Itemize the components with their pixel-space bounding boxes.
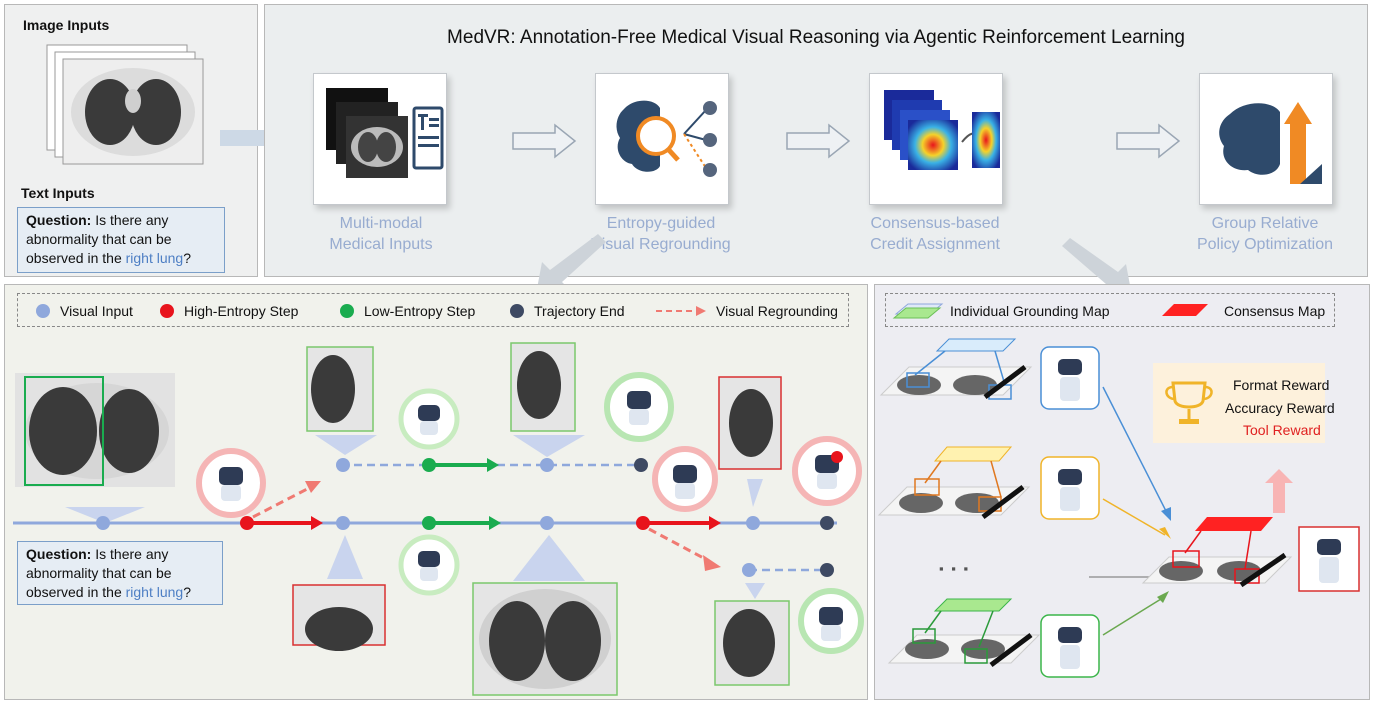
legend-low-entropy: Low-Entropy Step [364,303,476,319]
consensus-panel: Individual Grounding Map Consensus Map [874,284,1370,700]
legend-individual-map: Individual Grounding Map [950,303,1110,319]
step-card-regrounding [595,73,729,205]
question-box: Question: Is there any abnormality that … [17,207,225,273]
question-highlight: right lung [125,250,184,266]
step-label-line2: Credit Assignment [870,236,1000,253]
reward-box [1153,363,1325,443]
legend-trajectory-end: Trajectory End [534,303,625,319]
step-card-grpo [1199,73,1333,205]
reward-arrow-icon [1265,469,1293,513]
robot-agent-icon [1040,346,1100,410]
pipeline-arrow-icon [786,123,851,159]
question-end: ? [183,584,192,600]
trophy-icon [1165,381,1213,424]
image-inputs-label: Image Inputs [23,17,110,33]
trajectory-legend: Visual Input High-Entropy Step Low-Entro… [17,293,849,327]
input-crop-box [24,376,104,486]
pipeline-arrow-icon [1116,123,1181,159]
step-card-consensus [869,73,1003,205]
consensus-graph [877,338,1360,678]
brain-arrow-up-icon [1219,102,1322,184]
pipeline-panel: MedVR: Annotation-Free Medical Visual Re… [264,4,1368,277]
ct-stack-icon [46,44,204,165]
grounding-map-icon [892,303,944,319]
question-highlight: right lung [125,584,184,600]
tool-reward-label: Tool Reward [1243,422,1321,438]
regrounding-arrow-down [648,527,710,563]
step-label-line1: Consensus-based [870,215,1000,232]
question-prefix: Question: [26,546,92,562]
crop-thumbnail [472,582,618,696]
step-card-multimodal [313,73,447,205]
trajectory-graph [13,342,864,696]
step-label-line1: Entropy-guided [606,215,716,232]
step-label-regrounding: Entropy-guided Visual Regrounding [575,213,747,255]
consensus-legend: Individual Grounding Map Consensus Map [885,293,1335,327]
legend-visual-input-dot [36,304,50,318]
step-label-line1: Group Relative [1211,215,1319,232]
legend-high-entropy-dot [160,304,174,318]
format-reward-label: Format Reward [1233,377,1330,393]
legend-consensus-map: Consensus Map [1224,303,1326,319]
step-label-line1: Multi-modal [339,215,423,232]
legend-low-entropy-dot [340,304,354,318]
question-prefix: Question: [26,212,92,228]
question-end: ? [183,250,192,266]
step-label-consensus: Consensus-based Credit Assignment [849,213,1021,255]
legend-high-entropy: High-Entropy Step [184,303,299,319]
robot-agent-icon [1040,614,1100,678]
consensus-map [1141,517,1293,588]
ct-scan-and-document-icon [326,88,444,178]
robot-agent-icon [792,436,862,506]
question-body: Is there any abnormality that can be obs… [26,212,172,266]
crop-thumbnail [718,376,782,470]
consensus-map-icon [1162,304,1208,316]
legend-regrounding-arrow-icon [656,306,706,316]
text-inputs-label: Text Inputs [21,185,95,201]
robot-agent-icon [652,446,718,512]
accuracy-reward-label: Accuracy Reward [1225,400,1335,416]
trajectory-panel: Visual Input High-Entropy Step Low-Entro… [4,284,868,700]
brain-magnifier-icon [616,100,717,177]
step-label-multimodal: Multi-modal Medical Inputs [295,213,467,255]
crop-thumbnail [292,584,386,651]
crop-thumbnail [510,342,576,432]
robot-agent-icon [798,588,864,654]
grounding-map-green [887,598,1041,667]
crop-thumbnail [306,346,374,432]
robot-agent-icon [196,448,266,518]
step-label-grpo: Group Relative Policy Optimization [1179,213,1351,255]
robot-agent-icon [1040,456,1100,520]
robot-agent-icon [1298,526,1360,592]
pipeline-arrow-icon [512,123,577,159]
crop-thumbnail [714,600,790,686]
robot-agent-icon [604,372,674,442]
trajectory-question-box: Question: Is there any abnormality that … [17,541,223,605]
legend-trajectory-end-dot [510,304,524,318]
question-body: Is there any abnormality that can be obs… [26,546,172,600]
inputs-panel: Image Inputs Text Inputs Question: Is th… [4,4,258,277]
grounding-map-orange [877,446,1031,519]
step-label-line2: Visual Regrounding [591,236,731,253]
regrounding-arrow-up [252,485,312,519]
step-label-line2: Policy Optimization [1196,236,1334,253]
ellipsis-indicator: ▪ ▪ ▪ [939,561,971,576]
step-label-line2: Medical Inputs [329,236,433,253]
page-title: MedVR: Annotation-Free Medical Visual Re… [447,27,1185,48]
robot-agent-icon [398,388,460,450]
legend-visual-input: Visual Input [60,303,133,319]
legend-visual-regrounding: Visual Regrounding [716,303,838,319]
robot-agent-icon [398,534,460,596]
grounding-map-blue [879,338,1033,400]
heatmap-stack-icon [884,90,1000,170]
